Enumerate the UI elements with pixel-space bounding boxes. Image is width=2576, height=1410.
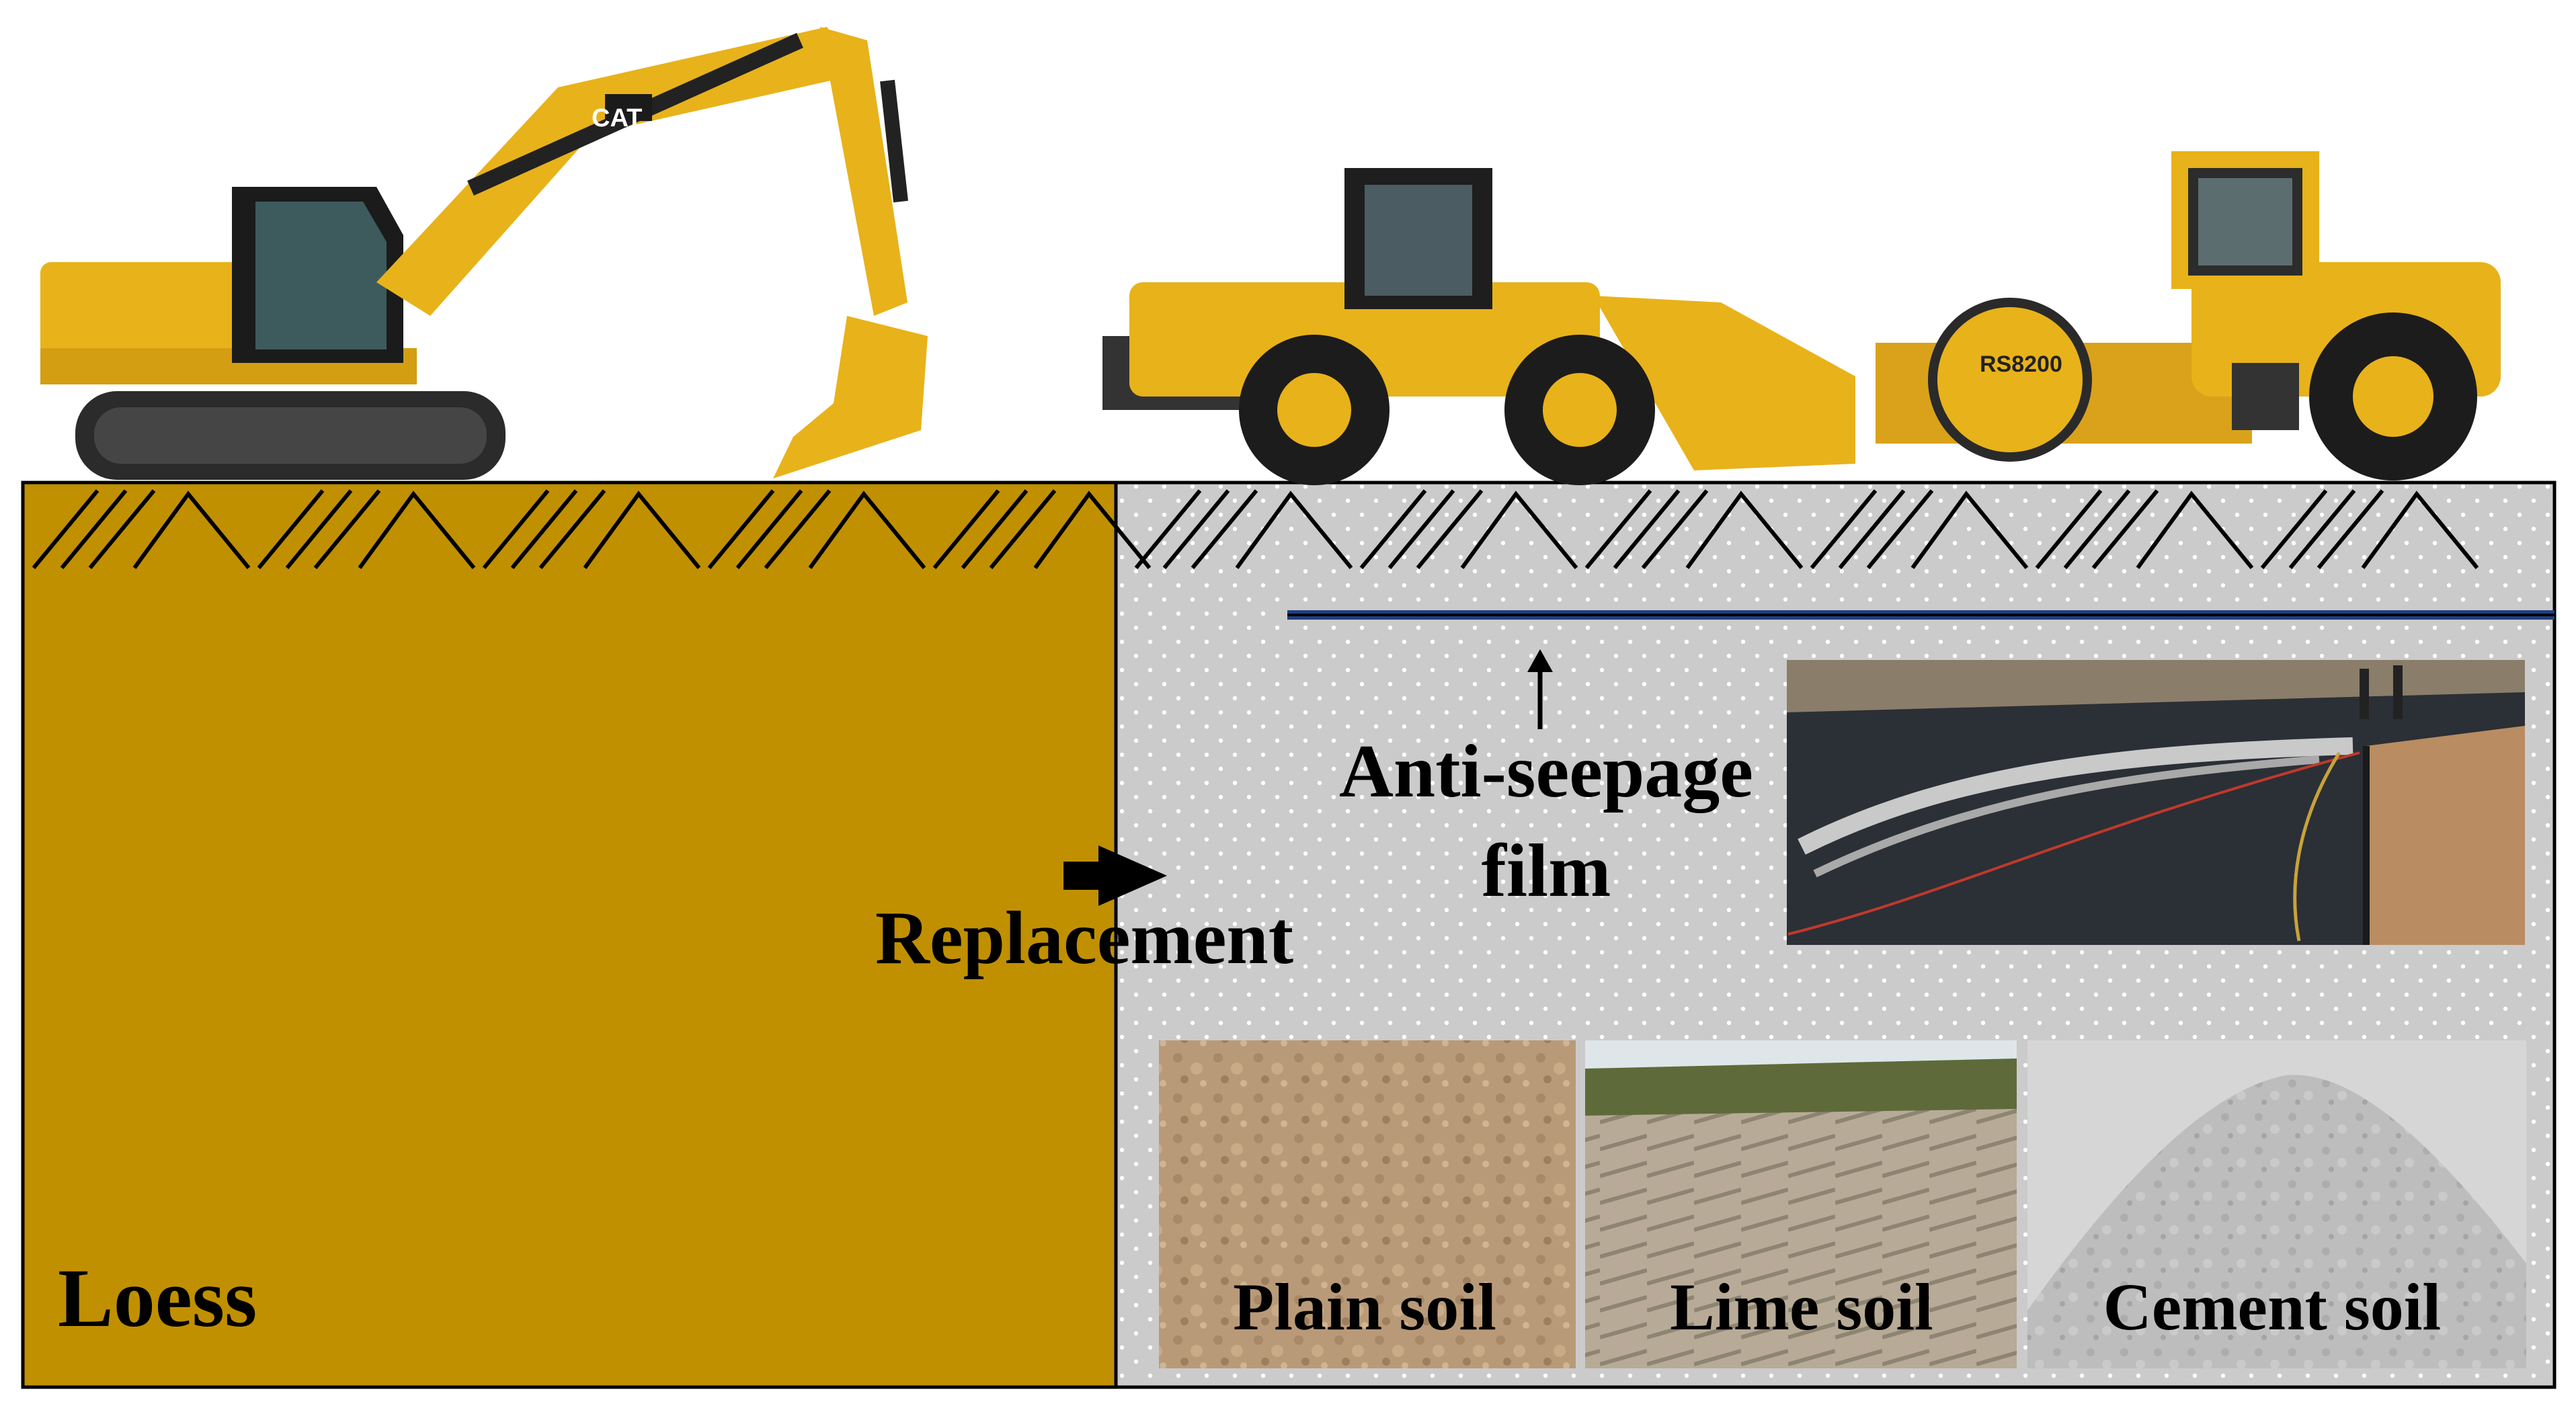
hatch-stroke xyxy=(1134,489,1202,569)
hatch-stroke xyxy=(2317,489,2384,569)
hatch-stroke xyxy=(1387,489,1455,569)
lime-soil-label: Lime soil xyxy=(1670,1270,1933,1344)
anti-seepage-label-line1: Anti-seepage xyxy=(1339,730,1753,813)
hatch-chevron xyxy=(1910,491,2029,569)
loess-hatch-symbol xyxy=(32,489,1152,569)
hatch-chevron xyxy=(1033,491,1152,569)
replacement-arrow-icon xyxy=(1063,845,1167,906)
wheel-loader xyxy=(1102,168,1855,485)
anti-seepage-film-label: Anti-seepage film xyxy=(1297,722,1795,921)
hatch-chevron xyxy=(2136,491,2254,569)
hatch-stroke xyxy=(2035,489,2103,569)
hatch-stroke xyxy=(1162,489,1230,569)
hatch-stroke xyxy=(961,489,1029,569)
cement-soil-photo xyxy=(2027,1040,2526,1368)
excavator-brand-text: CAT xyxy=(592,104,642,132)
hatch-stroke xyxy=(1810,489,1878,569)
roller-model-text: RS8200 xyxy=(1980,351,2062,377)
hatch-stroke xyxy=(1191,489,1258,569)
replacement-label: Replacement xyxy=(875,897,1294,980)
hatch-stroke xyxy=(60,489,128,569)
hatch-stroke xyxy=(707,489,775,569)
hatch-stroke xyxy=(1416,489,1484,569)
hatch-stroke xyxy=(764,489,832,569)
hatch-stroke xyxy=(510,489,578,569)
hatch-stroke xyxy=(285,489,353,569)
lime-soil-photo xyxy=(1585,1040,2017,1368)
loess-layer xyxy=(21,481,1118,1389)
hatch-stroke xyxy=(1838,489,1906,569)
film-pointer-arrow xyxy=(1527,649,1553,729)
hatch-chevron xyxy=(2361,491,2479,569)
hatch-stroke xyxy=(482,489,550,569)
plain-soil-photo xyxy=(1159,1040,1576,1368)
hatch-stroke xyxy=(88,489,156,569)
hatch-stroke xyxy=(1866,489,1934,569)
hatch-chevron xyxy=(1235,491,1353,569)
hatch-stroke xyxy=(2091,489,2159,569)
hatch-stroke xyxy=(2063,489,2131,569)
hatch-stroke xyxy=(2288,489,2356,569)
hatch-chevron xyxy=(132,491,251,569)
anti-seepage-film-photo xyxy=(1787,660,2525,945)
hatch-stroke xyxy=(1613,489,1681,569)
excavator xyxy=(40,27,928,480)
anti-seepage-label-line2: film xyxy=(1481,829,1611,913)
hatch-chevron xyxy=(583,491,701,569)
hatch-stroke xyxy=(2260,489,2328,569)
replacement-hatch-symbol xyxy=(1134,489,2479,569)
hatch-stroke xyxy=(313,489,381,569)
hatch-chevron xyxy=(808,491,926,569)
hatch-stroke xyxy=(1359,489,1427,569)
hatch-chevron xyxy=(1460,491,1578,569)
road-roller xyxy=(1876,151,2501,481)
loess-label: Loess xyxy=(58,1252,257,1344)
hatch-stroke xyxy=(538,489,606,569)
plain-soil-label: Plain soil xyxy=(1233,1270,1496,1344)
cement-soil-label: Cement soil xyxy=(2103,1270,2442,1344)
hatch-stroke xyxy=(989,489,1057,569)
hatch-stroke xyxy=(1641,489,1709,569)
hatch-stroke xyxy=(257,489,325,569)
hatch-chevron xyxy=(358,491,476,569)
hatch-stroke xyxy=(1584,489,1652,569)
hatch-stroke xyxy=(735,489,803,569)
hatch-stroke xyxy=(32,489,99,569)
hatch-chevron xyxy=(1685,491,1804,569)
hatch-stroke xyxy=(932,489,1000,569)
